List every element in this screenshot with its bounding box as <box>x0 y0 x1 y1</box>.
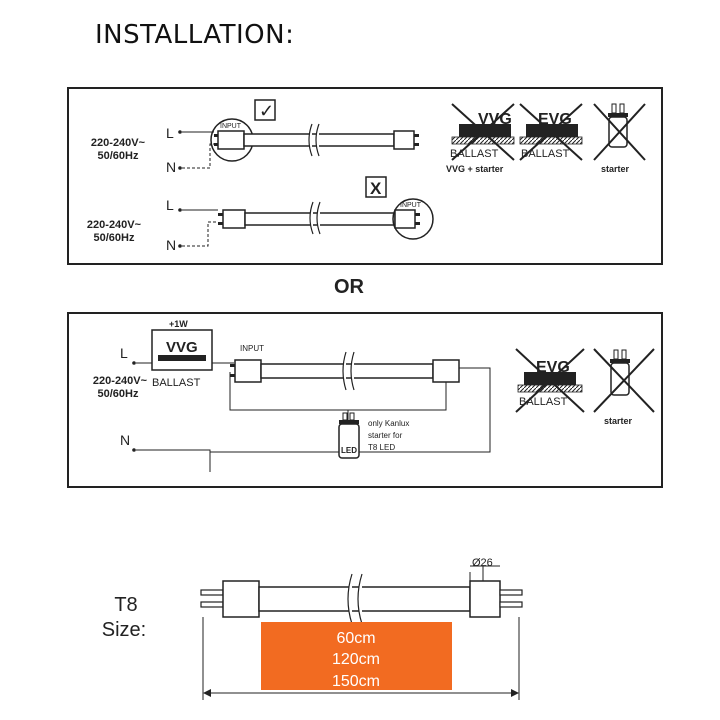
input-highlight <box>392 198 434 240</box>
tube-body <box>258 586 471 612</box>
tube-size-diagram: T8 Size: Ø26 60cm 120cm 150cm <box>102 557 523 700</box>
svg-text:INPUT: INPUT <box>220 123 242 130</box>
svg-text:INPUT: INPUT <box>240 344 264 353</box>
live-label: L <box>166 125 174 141</box>
check-mark: ✓ <box>259 101 274 121</box>
svg-text:starter for: starter for <box>368 431 403 440</box>
wiring-vvg-with-starter: +1W VVG BALLAST L 220-240V~ 50/60Hz INPU… <box>93 319 491 472</box>
svg-text:+1W: +1W <box>169 319 188 329</box>
length-150: 150cm <box>332 673 380 690</box>
svg-text:BALLAST: BALLAST <box>152 377 201 389</box>
tube-end-cap <box>393 130 415 150</box>
svg-text:only Kanlux: only Kanlux <box>368 419 409 428</box>
or-label: OR <box>334 276 365 298</box>
tube-end-cap <box>222 209 246 229</box>
installation-heading: INSTALLATION: <box>95 20 295 50</box>
svg-text:EVG: EVG <box>538 111 572 128</box>
length-120: 120cm <box>332 651 380 668</box>
tube-end-cap <box>222 580 260 618</box>
svg-text:220-240V~: 220-240V~ <box>93 375 148 387</box>
svg-text:VVG: VVG <box>166 339 198 356</box>
size-label: Size: <box>102 619 146 641</box>
svg-text:L: L <box>166 197 174 213</box>
panel-bottom <box>67 312 663 488</box>
crossed-starter-icon: starter <box>593 103 646 174</box>
tube-end-cap <box>394 209 416 229</box>
svg-text:L: L <box>120 345 128 361</box>
svg-text:BALLAST: BALLAST <box>521 148 570 160</box>
svg-text:50/60Hz: 50/60Hz <box>98 388 139 400</box>
svg-text:N: N <box>120 432 130 448</box>
x-box <box>365 176 387 198</box>
wiring-row-correct: 220-240V~ 50/60Hz L N INPUT ✓ <box>91 99 419 175</box>
svg-text:LED: LED <box>341 446 357 455</box>
tube-end-cap <box>217 130 245 150</box>
svg-text:N: N <box>166 237 176 253</box>
svg-text:starter: starter <box>604 416 633 426</box>
neutral-label: N <box>166 159 176 175</box>
crossed-evg-ballast: EVG BALLAST <box>519 103 583 161</box>
tube-type-label: T8 <box>114 594 137 616</box>
svg-text:VVG: VVG <box>478 111 512 128</box>
crossed-evg-ballast-2: EVG BALLAST <box>515 348 585 413</box>
tube-end-cap <box>432 359 460 383</box>
svg-text:EVG: EVG <box>536 359 570 376</box>
svg-text:INPUT: INPUT <box>400 202 422 209</box>
svg-text:T8 LED: T8 LED <box>368 443 395 452</box>
length-60: 60cm <box>336 630 375 647</box>
tube-end-cap <box>469 580 501 618</box>
svg-text:220-240V~: 220-240V~ <box>87 219 142 231</box>
svg-text:50/60Hz: 50/60Hz <box>94 232 135 244</box>
voltage-label: 220-240V~ <box>91 137 146 149</box>
tube-body <box>260 363 434 379</box>
panel-top <box>67 87 663 265</box>
vvg-ballast <box>151 329 213 371</box>
frequency-label: 50/60Hz <box>98 150 139 162</box>
x-mark: X <box>370 179 382 198</box>
led-starter-icon: LED <box>338 412 360 459</box>
wiring-row-wrong: 220-240V~ 50/60Hz L N INPUT X <box>87 176 434 253</box>
diameter-label: Ø26 <box>472 557 493 569</box>
lengths-box <box>261 622 452 690</box>
tube-end-cap <box>234 359 262 383</box>
crossed-starter-icon-2: starter <box>593 348 655 426</box>
svg-text:starter: starter <box>601 164 630 174</box>
svg-text:VVG + starter: VVG + starter <box>446 164 504 174</box>
check-box <box>254 99 276 121</box>
crossed-vvg-ballast: VVG BALLAST VVG + starter <box>446 103 515 174</box>
